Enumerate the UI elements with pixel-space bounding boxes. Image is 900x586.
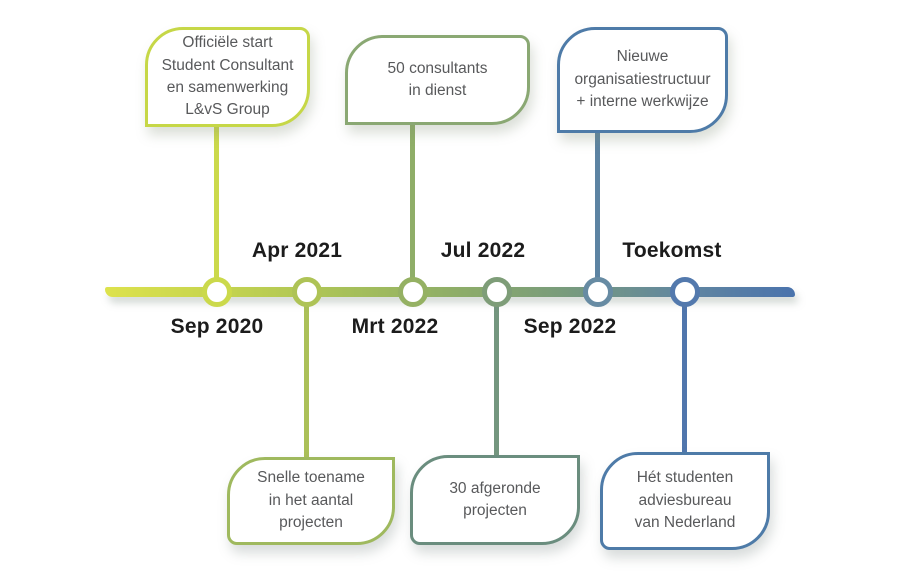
timeline-node-sep-2022 [583, 277, 613, 307]
callout-text: 30 afgeronde projecten [449, 479, 541, 519]
callout-connector [214, 127, 219, 292]
timeline-node-apr-2021 [292, 277, 322, 307]
callout-text: Snelle toename in het aantal projecten [257, 469, 365, 532]
timeline-node-mrt-2022 [398, 277, 428, 307]
timeline-node-sep-2020 [202, 277, 232, 307]
callout-connector [494, 292, 499, 455]
timeline-node-jul-2022 [482, 277, 512, 307]
timeline-node-toekomst [670, 277, 700, 307]
callout-connector [304, 292, 309, 457]
callout-box-toekomst: Hét studenten adviesbureau van Nederland [600, 452, 770, 550]
callout-connector [682, 292, 687, 452]
callout-text: Officiële start Student Consultant en sa… [161, 34, 294, 119]
callout-box-apr-2021: Snelle toename in het aantal projecten [227, 457, 395, 545]
callout-box-sep-2020: Officiële start Student Consultant en sa… [145, 27, 310, 127]
date-label-sep-2020: Sep 2020 [170, 315, 264, 338]
callout-text: Hét studenten adviesbureau van Nederland [634, 469, 736, 532]
date-label-apr-2021: Apr 2021 [251, 239, 343, 262]
callout-text: Nieuwe organisatiestructuur + interne we… [574, 48, 711, 111]
callout-connector [410, 125, 415, 292]
callout-box-sep-2022: Nieuwe organisatiestructuur + interne we… [557, 27, 728, 133]
timeline-bar [105, 287, 795, 297]
callout-connector [595, 133, 600, 292]
callout-box-jul-2022: 30 afgeronde projecten [410, 455, 580, 545]
date-label-mrt-2022: Mrt 2022 [351, 315, 439, 338]
date-label-sep-2022: Sep 2022 [523, 315, 617, 338]
date-label-toekomst: Toekomst [622, 239, 722, 262]
callout-box-mrt-2022: 50 consultants in dienst [345, 35, 530, 125]
callout-text: 50 consultants in dienst [387, 59, 488, 99]
date-label-jul-2022: Jul 2022 [440, 239, 526, 262]
